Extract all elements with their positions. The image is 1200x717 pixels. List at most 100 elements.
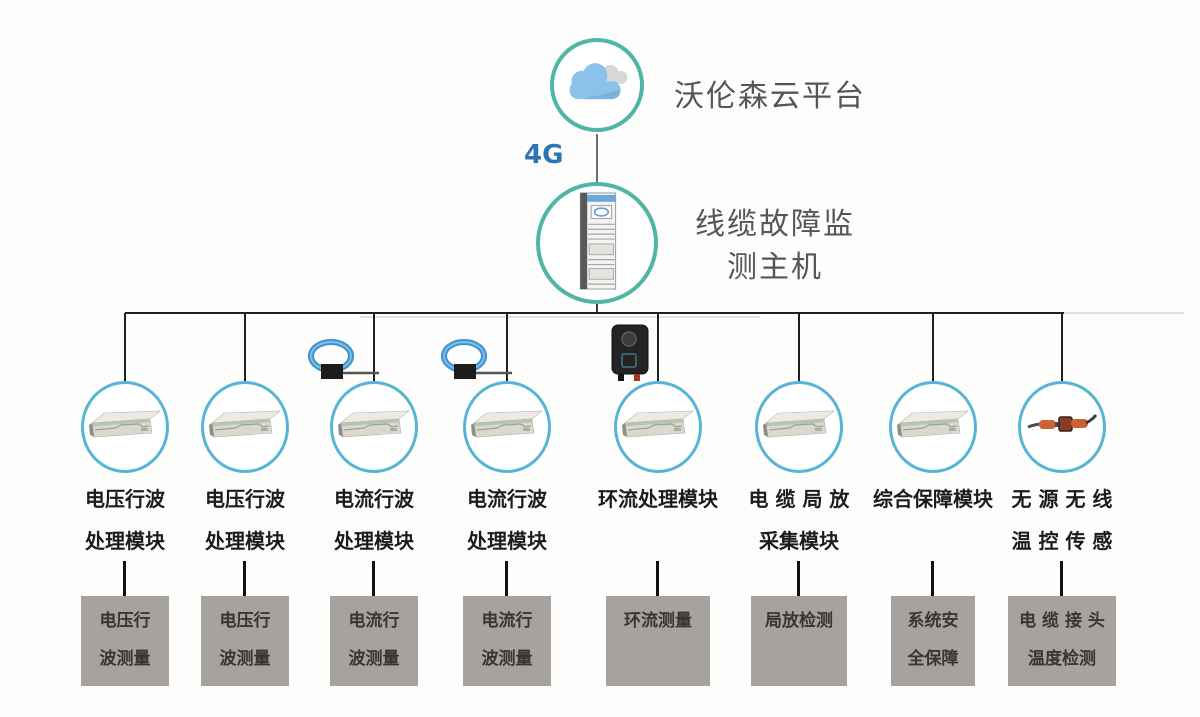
processing-unit-icon <box>207 406 283 448</box>
function-box: 环流测量 <box>606 596 710 686</box>
host-bus-link-line <box>596 304 598 313</box>
function-box-line: 系统安 <box>907 611 959 631</box>
bus-line-tail-artifact <box>1064 312 1184 314</box>
function-box-line: 电压行 <box>219 611 271 631</box>
bus-drop-line <box>124 313 126 382</box>
bus-drop-line <box>244 313 246 382</box>
function-box-line: 电流行 <box>481 611 533 631</box>
module-column: 电流行波处理模块 电流行波测量 <box>304 0 444 717</box>
label-box-connector-line <box>656 561 659 596</box>
module-label-line: 电压行波 <box>85 487 165 511</box>
module-label-line: 处理模块 <box>85 529 165 553</box>
function-box: 电流行波测量 <box>463 596 551 686</box>
module-label: 电压行波处理模块 <box>55 478 195 562</box>
function-box-line: 波测量 <box>99 649 151 669</box>
processing-unit-icon <box>761 406 837 448</box>
module-label-line: 电流行波 <box>467 487 547 511</box>
function-box-line: 全保障 <box>907 649 959 669</box>
label-box-connector-line <box>797 561 800 596</box>
module-label-line: 电流行波 <box>334 487 414 511</box>
module-circle <box>201 381 289 473</box>
module-label: 无 源 无 线温 控 传 感 <box>992 478 1132 562</box>
host-label-line2: 测主机 <box>727 250 823 285</box>
bus-drop-line <box>1061 313 1063 382</box>
function-box-line: 电压行 <box>99 611 151 631</box>
function-box: 电压行波测量 <box>81 596 169 686</box>
module-column: 电流行波处理模块 电流行波测量 <box>437 0 577 717</box>
module-label: 电流行波处理模块 <box>304 478 444 562</box>
host-circle <box>536 182 658 304</box>
function-box-line: 局放检测 <box>765 611 833 631</box>
module-label: 环流处理模块 <box>588 478 728 520</box>
function-box-line: 电流行 <box>348 611 400 631</box>
module-label-line: 电压行波 <box>205 487 285 511</box>
bus-drop-line <box>657 313 659 382</box>
label-box-connector-line <box>123 561 126 596</box>
module-column: 电压行波处理模块 电压行波测量 <box>175 0 315 717</box>
cloud-platform-label: 沃伦森云平台 <box>674 79 866 114</box>
host-label-line1: 线缆故障监 <box>695 207 855 242</box>
processing-unit-icon <box>469 406 545 448</box>
label-box-connector-line <box>243 561 246 596</box>
module-label-line: 采集模块 <box>759 529 839 553</box>
module-circle <box>889 381 977 473</box>
module-label: 电 缆 局 放采集模块 <box>729 478 869 562</box>
cable-temperature-sensor-icon <box>1026 410 1098 444</box>
processing-unit-icon <box>336 406 412 448</box>
current-sensor-icon <box>609 324 651 386</box>
bus-line <box>125 312 1064 314</box>
function-box: 局放检测 <box>751 596 847 686</box>
function-box-line: 环流测量 <box>624 611 692 631</box>
module-label-line: 处理模块 <box>467 529 547 553</box>
module-column: 电 缆 局 放采集模块 局放检测 <box>729 0 869 717</box>
function-box: 系统安全保障 <box>891 596 975 686</box>
label-box-connector-line <box>931 561 934 596</box>
module-circle <box>755 381 843 473</box>
function-box-line: 波测量 <box>481 649 533 669</box>
function-box-line: 波测量 <box>348 649 400 669</box>
module-circle <box>614 381 702 473</box>
cloud-platform-circle <box>550 38 644 132</box>
module-circle <box>81 381 169 473</box>
function-box-line: 温度检测 <box>1028 649 1096 669</box>
module-label-line: 处理模块 <box>205 529 285 553</box>
bus-drop-line <box>798 313 800 382</box>
module-label-line: 处理模块 <box>334 529 414 553</box>
module-label-line: 电 缆 局 放 <box>748 487 850 511</box>
cloud-icon <box>562 59 632 111</box>
module-column: 环流处理模块 环流测量 <box>588 0 728 717</box>
function-box: 电压行波测量 <box>201 596 289 686</box>
rogowski-coil-icon <box>306 339 380 389</box>
label-box-connector-line <box>372 561 375 596</box>
label-box-connector-line <box>505 561 508 596</box>
processing-unit-icon <box>895 406 971 448</box>
uplink-4g-label: 4G <box>524 140 564 170</box>
host-label: 线缆故障监 测主机 <box>660 203 890 289</box>
module-label: 电压行波处理模块 <box>175 478 315 562</box>
module-circle <box>330 381 418 473</box>
module-label-line: 综合保障模块 <box>873 487 993 511</box>
function-box-line: 电 缆 接 头 <box>1019 611 1105 631</box>
module-label-line: 无 源 无 线 <box>1011 487 1113 511</box>
processing-unit-icon <box>620 406 696 448</box>
module-circle <box>1018 381 1106 473</box>
module-label-line: 温 控 传 感 <box>1011 529 1113 553</box>
bus-line-shadow-artifact <box>360 316 760 318</box>
module-label: 电流行波处理模块 <box>437 478 577 562</box>
function-box: 电 缆 接 头温度检测 <box>1008 596 1116 686</box>
function-box-line: 波测量 <box>219 649 271 669</box>
bus-drop-line <box>373 313 375 382</box>
function-box: 电流行波测量 <box>330 596 418 686</box>
module-column: 电压行波处理模块 电压行波测量 <box>55 0 195 717</box>
bus-drop-line <box>506 313 508 382</box>
module-label-line: 环流处理模块 <box>598 487 718 511</box>
module-column: 无 源 无 线温 控 传 感 电 缆 接 头温度检测 <box>992 0 1132 717</box>
module-circle <box>463 381 551 473</box>
server-rack-icon <box>574 191 620 295</box>
rogowski-coil-icon <box>439 339 513 389</box>
cloud-host-link-line <box>596 134 598 183</box>
label-box-connector-line <box>1060 561 1063 596</box>
processing-unit-icon <box>87 406 163 448</box>
module-column: 综合保障模块 系统安全保障 <box>863 0 1003 717</box>
